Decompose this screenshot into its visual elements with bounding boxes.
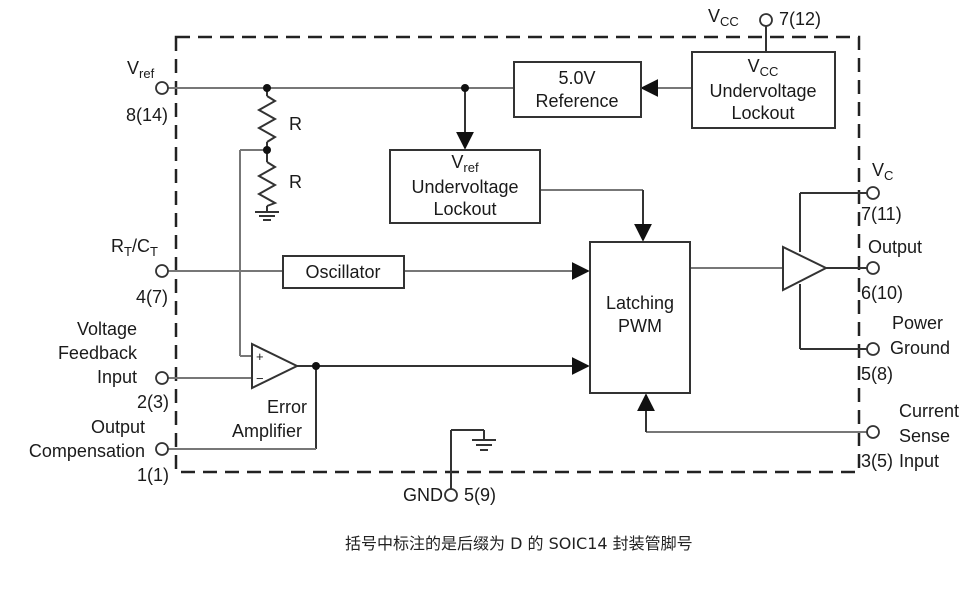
chip-boundary — [174, 35, 861, 474]
pin-output-compensation-label: Output — [91, 417, 145, 437]
pin-rtct — [155, 264, 169, 278]
error-amplifier-label: Error — [267, 397, 307, 417]
junction-dot — [263, 84, 271, 92]
pin-voltage-feedback-number: 2(3) — [137, 392, 169, 412]
output-driver — [782, 245, 829, 292]
pin-voltage-feedback-label: Input — [97, 367, 137, 387]
block-latching-pwm: Latching PWM — [589, 241, 691, 394]
pin-vref-number: 8(14) — [126, 105, 168, 125]
pin-rtct-number: 4(7) — [136, 287, 168, 307]
svg-text:+: + — [256, 349, 264, 364]
pin-vcc-number: 7(12) — [779, 9, 821, 29]
pin-current-sense-label: Input — [899, 451, 939, 471]
pin-current-sense-number: 3(5) — [861, 451, 893, 471]
block-vref-undervoltage-lockout: Vref Undervoltage Lockout — [389, 149, 541, 224]
resistor-label: R — [289, 114, 302, 134]
svg-text:−: − — [256, 371, 264, 386]
svg-text:Reference: Reference — [535, 91, 618, 111]
block-oscillator: Oscillator — [282, 255, 405, 289]
svg-text:Lockout: Lockout — [433, 199, 496, 219]
pin-power-ground-label: Power — [892, 313, 943, 333]
pin-power-ground-number: 5(8) — [861, 364, 893, 384]
pin-voltage-feedback-label: Voltage — [77, 319, 137, 339]
resistor-label: R — [289, 172, 302, 192]
pin-output-label: Output — [868, 237, 922, 257]
error-amplifier: + − — [251, 342, 300, 390]
block-5v-reference: 5.0V Reference — [513, 61, 642, 118]
pin-output — [866, 261, 880, 275]
pin-vc — [866, 186, 880, 200]
pin-current-sense-label: Current — [899, 401, 959, 421]
pin-voltage-feedback-label: Feedback — [58, 343, 138, 363]
wires — [168, 26, 867, 490]
svg-text:Vref: Vref — [451, 152, 479, 175]
junction-dot — [312, 362, 320, 370]
pin-output-compensation — [155, 442, 169, 456]
pin-output-compensation-label: Compensation — [29, 441, 145, 461]
pin-vc-number: 7(11) — [861, 204, 902, 224]
pin-output-number: 6(10) — [861, 283, 903, 303]
pin-gnd — [444, 488, 458, 502]
svg-text:Oscillator: Oscillator — [305, 262, 380, 282]
error-amplifier-label: Amplifier — [232, 421, 302, 441]
pin-gnd-label: GND — [403, 485, 443, 505]
pin-vcc — [759, 13, 773, 27]
pin-current-sense — [866, 425, 880, 439]
pin-vref — [155, 81, 169, 95]
junction-dot — [263, 146, 271, 154]
pin-power-ground-label: Ground — [890, 338, 950, 358]
pin-rtct-label: RT/CT — [111, 236, 158, 259]
svg-text:5.0V: 5.0V — [558, 68, 595, 88]
svg-text:Undervoltage: Undervoltage — [709, 81, 816, 101]
svg-text:Latching: Latching — [606, 293, 674, 313]
svg-text:PWM: PWM — [618, 316, 662, 336]
pin-current-sense-label: Sense — [899, 426, 950, 446]
pin-vc-label: VC — [872, 160, 893, 183]
junction-dot — [461, 84, 469, 92]
caption: 括号中标注的是后缀为 D 的 SOIC14 封装管脚号 — [345, 534, 693, 553]
svg-text:Undervoltage: Undervoltage — [411, 177, 518, 197]
pin-voltage-feedback — [155, 371, 169, 385]
block-vcc-undervoltage-lockout: VCC Undervoltage Lockout — [691, 51, 836, 129]
pin-vcc-label: VCC — [708, 6, 739, 29]
pin-output-compensation-number: 1(1) — [137, 465, 169, 485]
pin-gnd-number: 5(9) — [464, 485, 496, 505]
svg-text:VCC: VCC — [748, 56, 779, 79]
svg-text:Lockout: Lockout — [731, 103, 794, 123]
pin-vref-label: Vref — [127, 58, 155, 81]
pin-power-ground — [866, 342, 880, 356]
